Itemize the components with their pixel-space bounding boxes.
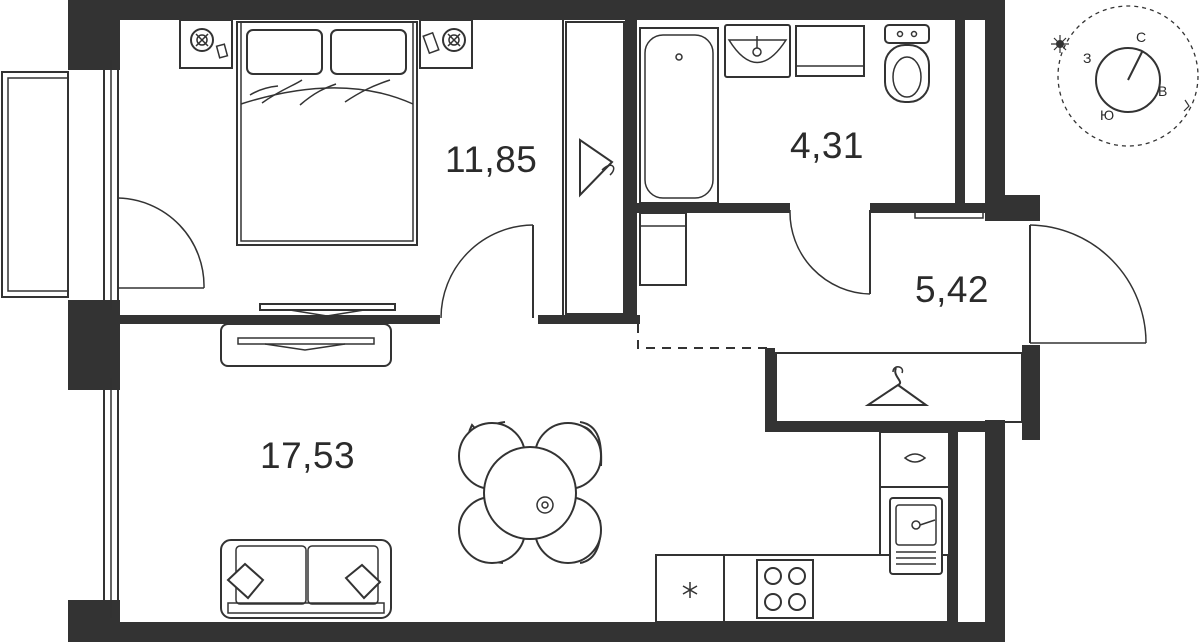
washing-machine [795, 25, 865, 77]
bedroom-area-label: 11,85 [445, 139, 537, 180]
hanger-icon [579, 138, 615, 198]
balcony-door [117, 197, 205, 289]
wardrobe-bedroom [565, 21, 625, 315]
balcony [1, 71, 69, 298]
dining-table [458, 421, 603, 564]
sink-bathroom [724, 24, 791, 78]
compass-west: З [1083, 50, 1091, 66]
hallway-cabinet [639, 212, 687, 286]
kitchen-sink [889, 497, 943, 575]
nightstand-left [179, 19, 233, 69]
interior-walls [120, 20, 1005, 622]
tv-living [220, 323, 392, 367]
wardrobe-hallway [775, 352, 1023, 423]
bedroom-door [440, 224, 534, 319]
window-bedroom [103, 59, 119, 311]
hallway-shelf [914, 211, 984, 219]
entrance-door [1029, 224, 1147, 344]
bathroom-area-label: 4,31 [790, 125, 864, 166]
compass-north: С [1136, 29, 1146, 45]
toilet [884, 24, 930, 103]
living-area-label: 17,53 [260, 435, 355, 476]
stove [756, 559, 814, 619]
kitchen-counter [655, 431, 949, 623]
compass: С В Ю З [1051, 5, 1199, 147]
compass-south: Ю [1100, 107, 1114, 123]
zone-divider [637, 324, 770, 349]
bathtub [639, 27, 719, 204]
sofa [220, 539, 392, 619]
sun-icon [1051, 35, 1069, 53]
hallway-area-label: 5,42 [915, 269, 989, 310]
water-drop-icon [903, 453, 927, 463]
fridge-snowflake-icon [682, 582, 698, 598]
bathroom-door [789, 209, 871, 295]
tv-bedroom [259, 303, 396, 317]
compass-east: В [1158, 83, 1167, 99]
nightstand-right [419, 19, 473, 69]
window-living [103, 377, 119, 619]
bed [236, 21, 418, 246]
outer-walls [68, 0, 1040, 642]
